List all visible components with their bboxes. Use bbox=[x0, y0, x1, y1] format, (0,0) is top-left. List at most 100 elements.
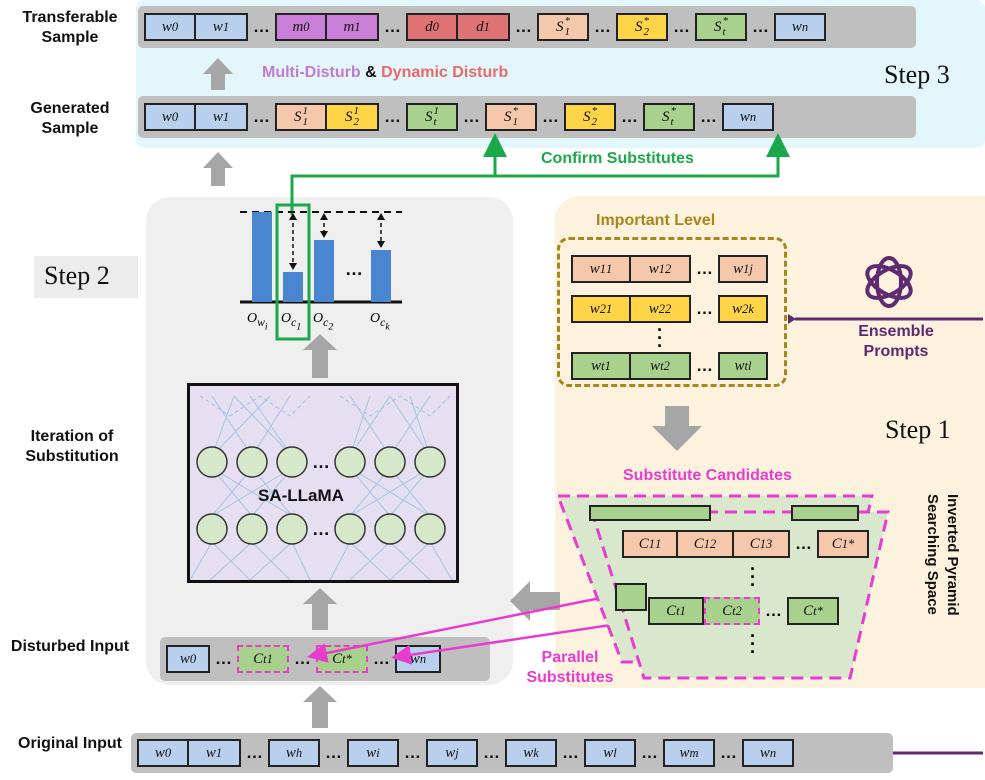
ellipsis: … bbox=[294, 649, 311, 668]
ellipsis: … bbox=[696, 299, 713, 318]
amp-label: & bbox=[365, 64, 377, 81]
network-diagram: … … bbox=[190, 395, 453, 580]
ellipsis: … bbox=[215, 649, 232, 668]
sa-llama-label: SA-LLaMA bbox=[258, 486, 344, 505]
step2-title: Step 2 bbox=[44, 261, 110, 290]
token: S*t bbox=[643, 103, 695, 131]
multi-disturb-label: Multi-Disturb bbox=[262, 64, 361, 81]
ellipsis: … bbox=[325, 743, 342, 762]
ellipsis: … bbox=[720, 743, 737, 762]
bar-owi bbox=[252, 212, 272, 302]
label-iteration: Iteration of Substitution bbox=[25, 428, 119, 465]
important-level-label: Important Level bbox=[596, 212, 716, 229]
ellipsis: … bbox=[700, 107, 717, 126]
ellipsis: … bbox=[483, 743, 500, 762]
ellipsis: … bbox=[765, 601, 782, 620]
token: S*1 bbox=[537, 13, 589, 41]
token: S*2 bbox=[564, 103, 616, 131]
ellipsis: … bbox=[542, 107, 559, 126]
gray-arrows bbox=[203, 58, 702, 728]
disturb-caption: Multi-Disturb & Dynamic Disturb bbox=[262, 64, 508, 82]
ellipsis: … bbox=[594, 17, 611, 36]
ellipsis: … bbox=[673, 17, 690, 36]
ellipsis: … bbox=[253, 107, 270, 126]
pyramid-shapes bbox=[555, 494, 890, 680]
svg-text:…: … bbox=[312, 452, 330, 472]
ellipsis: … bbox=[384, 17, 401, 36]
ellipsis: … bbox=[253, 17, 270, 36]
openai-logo-icon bbox=[865, 256, 913, 308]
bar-oc2 bbox=[314, 240, 334, 302]
ellipsis: … bbox=[641, 743, 658, 762]
label-disturbed: Disturbed Input bbox=[10, 638, 130, 655]
ellipsis: … bbox=[562, 743, 579, 762]
bar-ock bbox=[371, 250, 391, 302]
ellipsis: … bbox=[621, 107, 638, 126]
inverted-pyramid-label: Inverted Pyramid Searching Space bbox=[924, 494, 961, 616]
label-generated: Generated Sample bbox=[30, 100, 110, 137]
confirm-substitutes-label: Confirm Substitutes bbox=[541, 150, 694, 167]
bar-label-oc1: Oc1 bbox=[281, 311, 302, 333]
svg-text:…: … bbox=[312, 519, 330, 539]
important-level-box bbox=[557, 237, 787, 387]
sa-llama-box bbox=[187, 383, 459, 583]
ellipsis: … bbox=[795, 534, 812, 553]
ellipsis: … bbox=[384, 107, 401, 126]
vertical-ellipsis: ··· bbox=[657, 320, 663, 356]
substitute-candidates-label: Substitute Candidates bbox=[623, 467, 792, 484]
ellipsis: … bbox=[373, 649, 390, 668]
ellipsis: … bbox=[246, 743, 263, 762]
bar-ellipsis: … bbox=[345, 259, 363, 279]
ellipsis: … bbox=[696, 356, 713, 375]
bar-label-oc2: Oc2 bbox=[313, 311, 334, 333]
step2-title-box bbox=[34, 256, 138, 298]
bar-label-owi: Owi bbox=[247, 311, 268, 333]
token: S*t bbox=[695, 13, 747, 41]
step1-title: Step 1 bbox=[885, 415, 951, 444]
parallel-substitutes-label: Parallel Substitutes bbox=[526, 649, 614, 686]
label-original: Original Input bbox=[18, 735, 122, 752]
selected-bar-frame bbox=[275, 203, 311, 341]
token: S*2 bbox=[616, 13, 668, 41]
